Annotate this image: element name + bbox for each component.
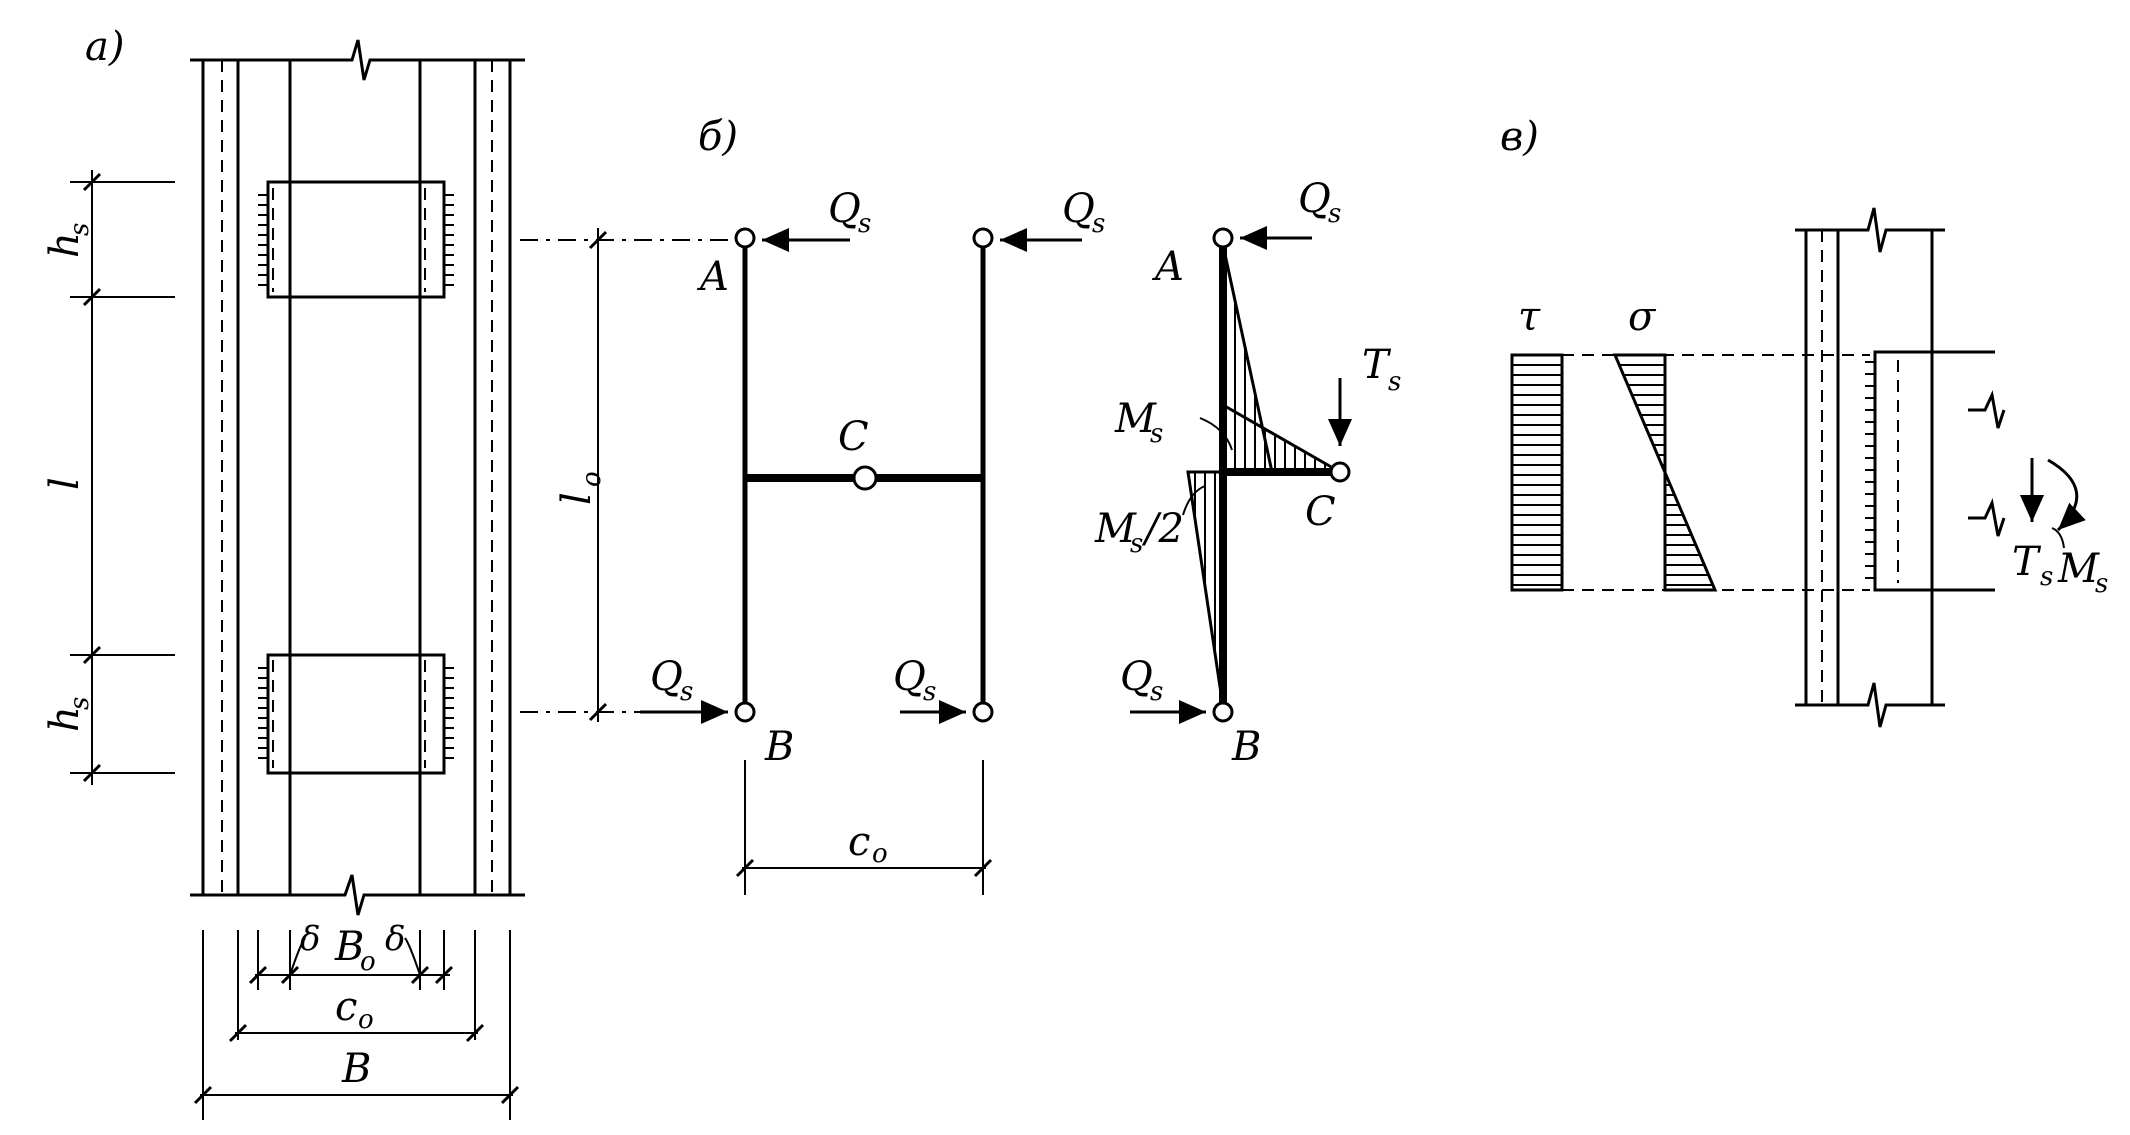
force-qs-bottom-left: Q s (640, 654, 728, 724)
dim-c0: c o (335, 984, 374, 1035)
panel-c: в) τ σ (1500, 114, 2108, 728)
svg-text:s: s (2040, 562, 2053, 592)
svg-text:o: o (577, 471, 607, 487)
svg-text:o: o (872, 839, 888, 869)
svg-text:s: s (1388, 367, 1401, 397)
dim-hs-bottom: h s (42, 697, 95, 732)
svg-text:s: s (1328, 199, 1341, 229)
dim-hs-top: h s (42, 223, 95, 258)
node-b-label: B (764, 724, 794, 770)
svg-text:Q: Q (893, 654, 926, 700)
moment-node-b-label: B (1231, 724, 1261, 770)
force-qs-top-left: Q s (762, 186, 871, 252)
node-a (734, 227, 756, 249)
node-b (734, 701, 756, 723)
node-c-label: C (838, 414, 869, 460)
node-c (852, 465, 878, 491)
column-elevation (190, 39, 525, 916)
moment-diagram (1182, 227, 1351, 723)
svg-text:s: s (65, 223, 95, 236)
dim-l0: l o (554, 228, 608, 722)
force-qs-moment-top: Q s (1240, 176, 1341, 250)
panel-b: б) l o A B C Q (520, 114, 1401, 895)
svg-text:M: M (1094, 506, 1137, 552)
svg-text:s: s (1092, 209, 1105, 239)
moment-node-c-label: C (1305, 489, 1336, 535)
sigma-label: σ (1628, 294, 1657, 340)
svg-text:s: s (923, 677, 936, 707)
svg-text:B: B (334, 924, 364, 970)
svg-text:l: l (554, 492, 600, 505)
svg-text:o: o (358, 1005, 374, 1035)
svg-text:h: h (42, 232, 88, 258)
dim-l: l (42, 477, 88, 490)
svg-text:T: T (2012, 539, 2042, 585)
plate-forces: T s M s (2012, 458, 2108, 599)
panel-a: a) (42, 24, 525, 1120)
svg-text:T: T (1362, 342, 1392, 388)
tau-label: τ (1518, 294, 1541, 340)
node-top-right (972, 227, 994, 249)
panel-b-label: б) (698, 114, 738, 160)
dim-b0: B o (334, 924, 376, 977)
node-bottom-right (972, 701, 994, 723)
svg-text:o: o (360, 947, 376, 977)
force-qs-moment-bottom: Q s (1120, 654, 1206, 724)
tau-diagram: τ (1510, 294, 1564, 592)
moment-node-a (1212, 227, 1234, 249)
svg-text:Q: Q (1120, 654, 1153, 700)
dim-b: B (341, 1046, 371, 1092)
svg-text:s: s (858, 209, 871, 239)
svg-text:s: s (1130, 529, 1143, 559)
svg-text:M: M (2057, 546, 2100, 592)
moment-ms-label: M s (1114, 396, 1163, 449)
vertical-dimensions (70, 170, 175, 785)
moment-ms-half-label: M s /2 (1094, 506, 1184, 559)
force-qs-bottom-right: Q s (893, 654, 966, 724)
horizontal-dimensions (193, 930, 520, 1120)
svg-text:M: M (1114, 396, 1157, 442)
force-ts-moment: T s (1328, 342, 1401, 446)
svg-text:s: s (680, 677, 693, 707)
batten-plate-top (258, 180, 454, 299)
svg-text:Q: Q (1298, 176, 1331, 222)
svg-text:Q: Q (828, 186, 861, 232)
node-a-label: A (696, 254, 729, 300)
svg-text:s: s (65, 697, 95, 710)
panel-a-label: a) (85, 24, 124, 70)
svg-text:Q: Q (650, 654, 683, 700)
panel-c-label: в) (1500, 114, 1539, 160)
dim-delta-left: δ (300, 919, 320, 959)
moment-node-b (1212, 701, 1234, 723)
svg-text:c: c (335, 984, 357, 1030)
moment-node-c (1329, 461, 1351, 483)
plate-detail (1795, 207, 2006, 728)
svg-text:s: s (1150, 419, 1163, 449)
sigma-diagram: σ (1612, 294, 1718, 592)
svg-text:h: h (42, 706, 88, 732)
svg-text:/2: /2 (1141, 506, 1184, 552)
moment-node-a-label: A (1151, 244, 1184, 290)
force-qs-top-right: Q s (1000, 186, 1105, 252)
svg-text:Q: Q (1062, 186, 1095, 232)
dim-delta-right: δ (385, 919, 405, 959)
svg-text:c: c (848, 819, 870, 865)
dim-c0-frame: c o (735, 760, 993, 895)
frame-model (734, 227, 994, 723)
svg-text:s: s (1150, 677, 1163, 707)
batten-plate-bottom (258, 653, 454, 775)
svg-text:s: s (2095, 569, 2108, 599)
